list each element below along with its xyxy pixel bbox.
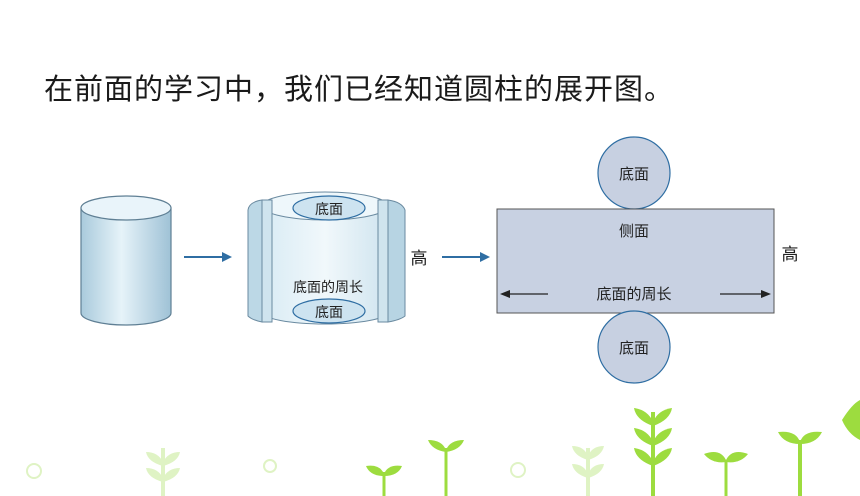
base-circumference-label: 底面的周长 [293, 280, 363, 296]
height-label: 高 [411, 249, 428, 269]
net-base-circumference-label: 底面的周长 [596, 285, 671, 303]
net-height-label: 高 [782, 245, 799, 265]
net-top-base-label: 底面 [619, 165, 649, 183]
arrow-right-icon [442, 252, 490, 262]
closed-cylinder [80, 195, 172, 326]
arrow-right-icon [184, 252, 232, 262]
lateral-surface-label: 侧面 [619, 222, 649, 240]
cylinder-net: 底面 侧面 底面的周长 高 底面 [496, 136, 799, 384]
sprout-decoration [26, 400, 860, 496]
unrolling-cylinder: 底面 底面的周长 底面 高 [247, 191, 428, 325]
page-heading: 在前面的学习中，我们已经知道圆柱的展开图。 [44, 72, 675, 106]
top-base-label: 底面 [315, 202, 343, 218]
net-bottom-base-label: 底面 [619, 339, 649, 357]
bottom-base-label: 底面 [315, 305, 343, 321]
